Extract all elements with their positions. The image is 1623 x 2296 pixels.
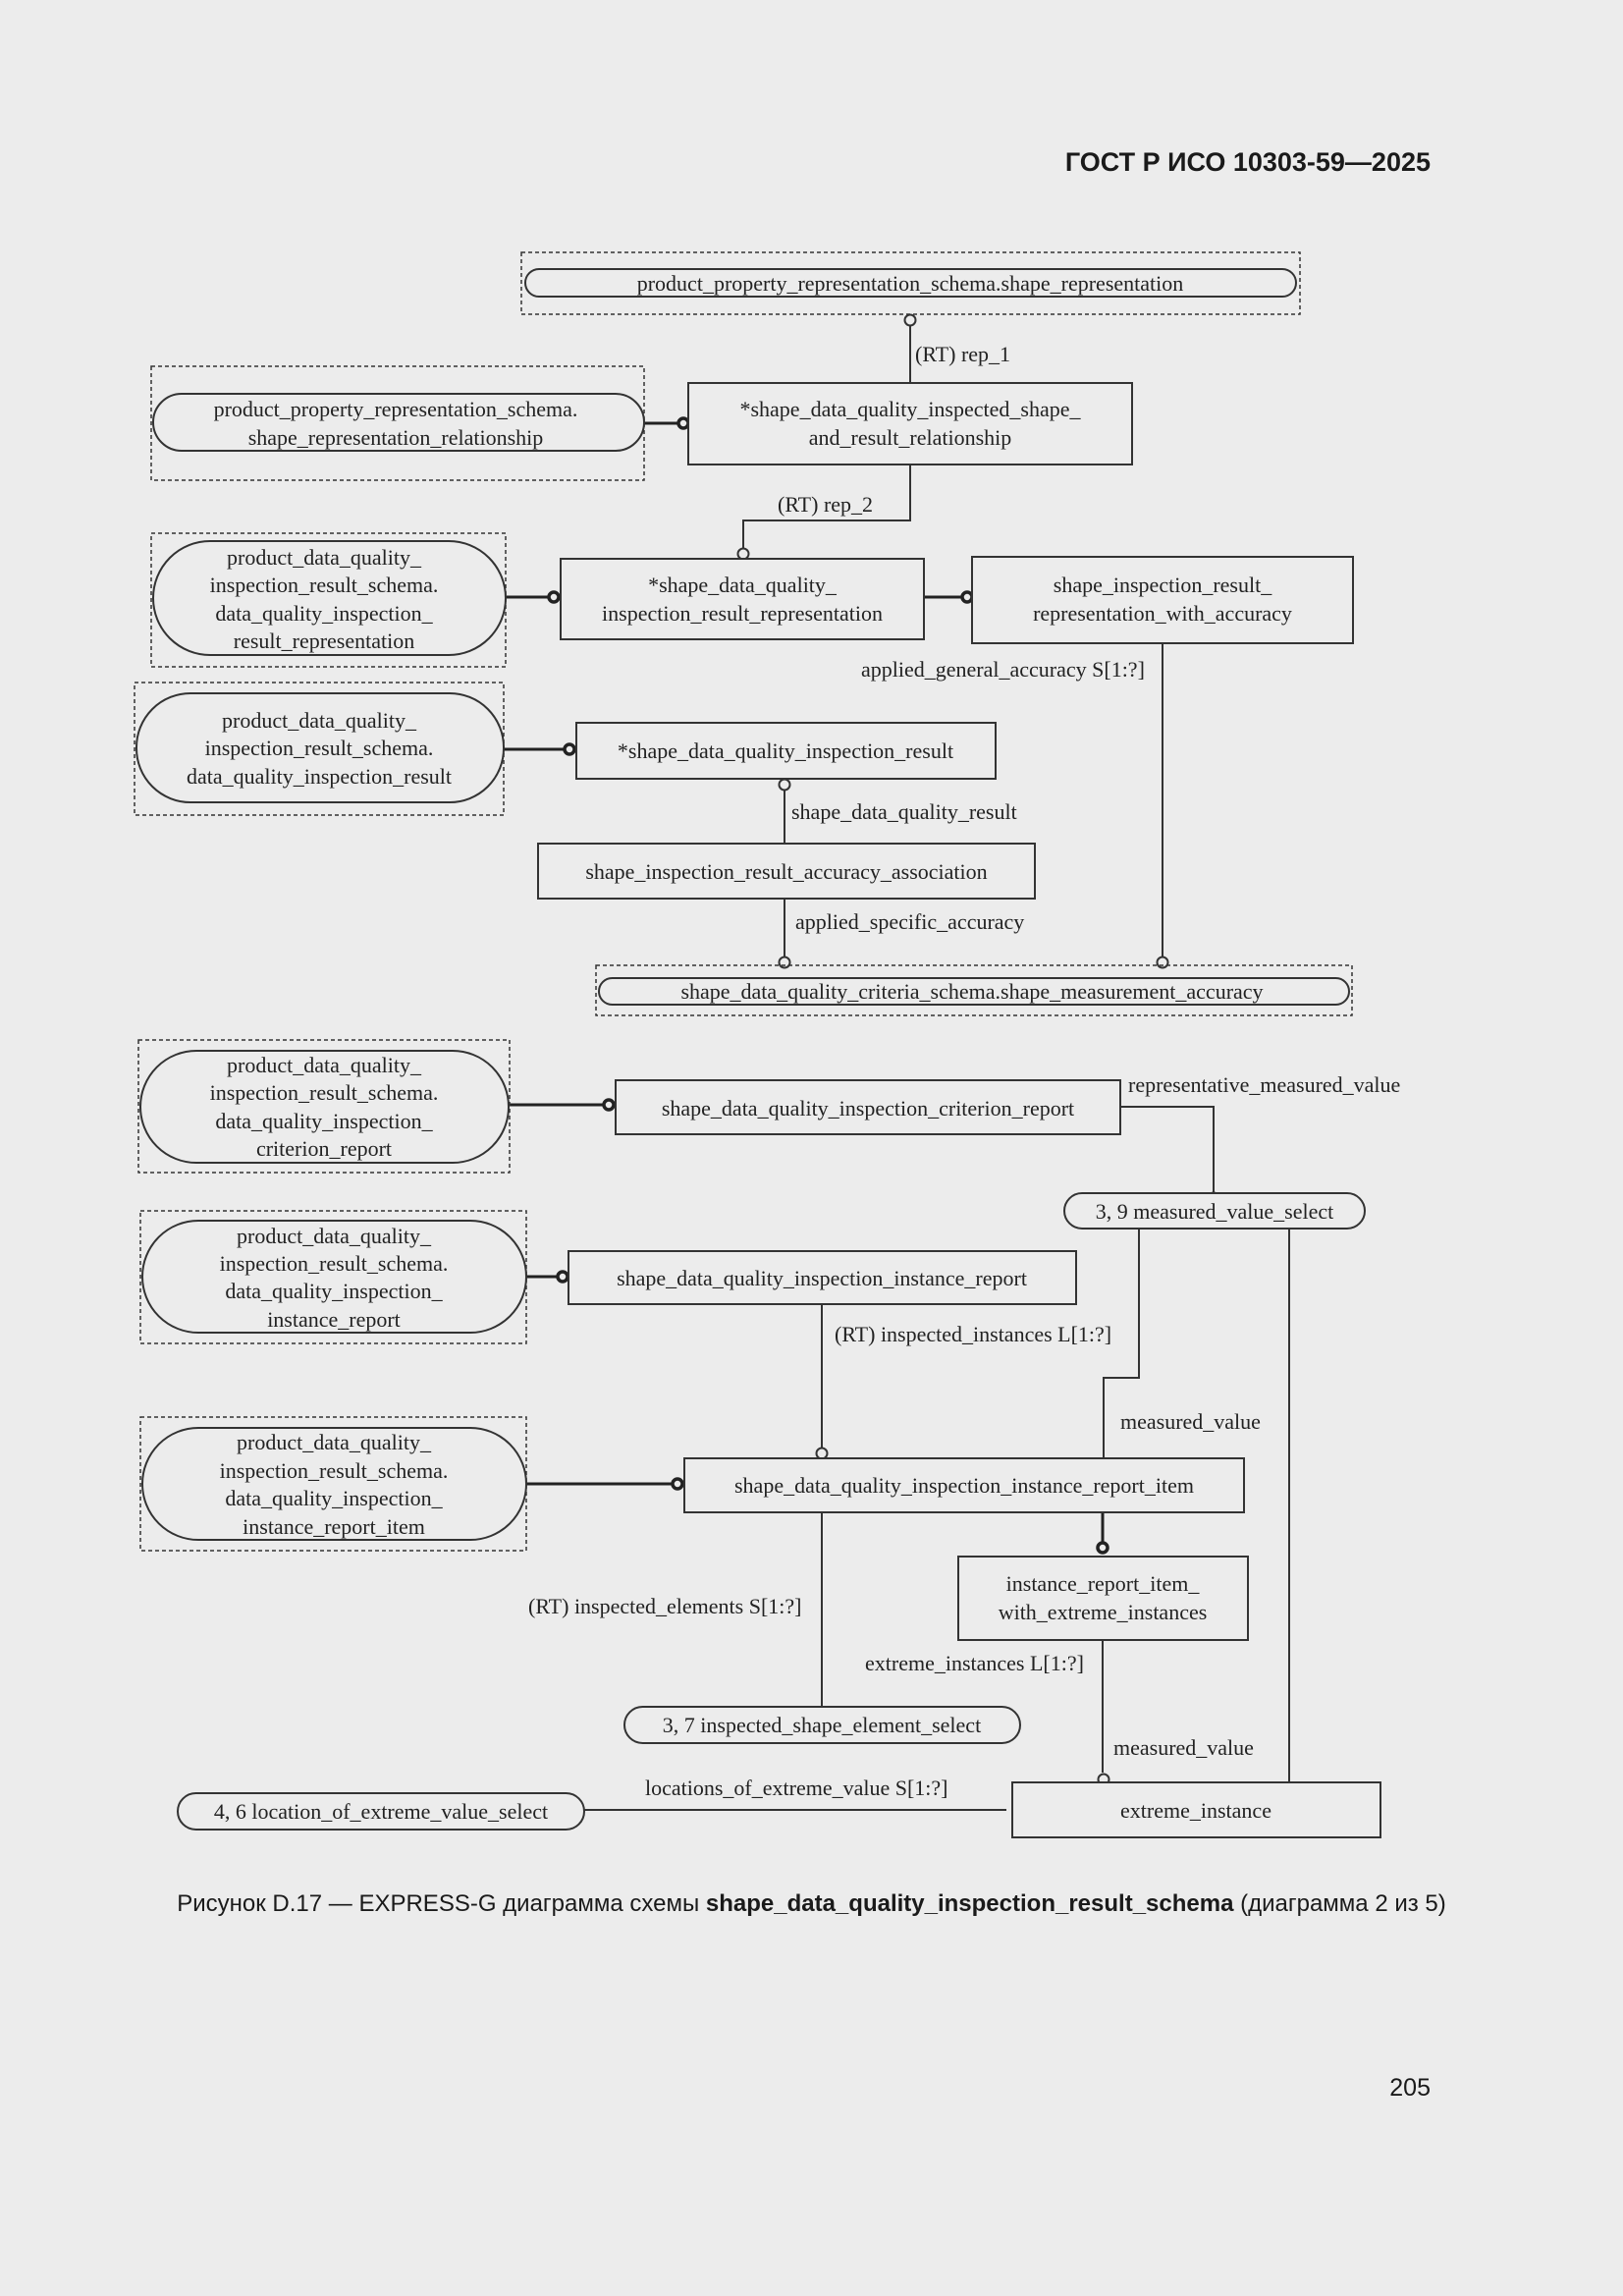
- svg-text:and_result_relationship: and_result_relationship: [809, 425, 1012, 450]
- label-shape-data-quality-result: shape_data_quality_result: [791, 799, 1017, 824]
- label-representative-measured-value: representative_measured_value: [1128, 1072, 1400, 1097]
- svg-text:instance_report_item_: instance_report_item_: [1006, 1571, 1201, 1596]
- svg-text:representation_with_accuracy: representation_with_accuracy: [1033, 601, 1292, 626]
- relationship-lines: [504, 326, 1290, 1811]
- svg-text:data_quality_inspection_: data_quality_inspection_: [215, 1109, 433, 1133]
- svg-text:inspection_result_schema.: inspection_result_schema.: [220, 1458, 449, 1483]
- svg-text:inspection_result_schema.: inspection_result_schema.: [210, 1080, 439, 1105]
- svg-text:shape_data_quality_inspection_: shape_data_quality_inspection_instance_r…: [617, 1266, 1027, 1290]
- svg-text:inspection_result_schema.: inspection_result_schema.: [205, 736, 434, 760]
- svg-text:product_data_quality_: product_data_quality_: [237, 1224, 432, 1248]
- relationship-labels: (RT) rep_1 (RT) rep_2 applied_general_ac…: [528, 342, 1400, 1800]
- type-location-of-extreme-value-select: 4, 6 location_of_extreme_value_select: [177, 1792, 585, 1831]
- document-header: ГОСТ Р ИСО 10303-59—2025: [1064, 147, 1431, 177]
- svg-text:product_data_quality_: product_data_quality_: [222, 708, 417, 733]
- svg-text:shape_inspection_result_: shape_inspection_result_: [1054, 573, 1272, 597]
- entity-shape-representation-relationship: product_property_representation_schema. …: [150, 365, 645, 481]
- svg-text:with_extreme_instances: with_extreme_instances: [999, 1600, 1208, 1624]
- svg-text:result_representation: result_representation: [234, 629, 415, 653]
- svg-text:*shape_data_quality_: *shape_data_quality_: [648, 573, 838, 597]
- svg-text:inspection_result_schema.: inspection_result_schema.: [210, 573, 439, 597]
- svg-text:product_property_representatio: product_property_representation_schema.: [214, 397, 578, 421]
- type-inspected-shape-element-select: 3, 7 inspected_shape_element_select: [623, 1706, 1021, 1744]
- svg-text:criterion_report: criterion_report: [256, 1136, 392, 1161]
- svg-text:*shape_data_quality_inspected_: *shape_data_quality_inspected_shape_: [739, 397, 1081, 421]
- entity-shape-data-quality-inspection-instance-report-item: shape_data_quality_inspection_instance_r…: [683, 1457, 1245, 1513]
- entity-shape-data-quality-inspection-result: *shape_data_quality_inspection_result: [575, 722, 997, 780]
- svg-text:instance_report_item: instance_report_item: [243, 1514, 425, 1539]
- entity-shape-inspection-result-representation-with-accuracy: shape_inspection_result_ representation_…: [971, 556, 1354, 644]
- svg-text:shape_representation_relations: shape_representation_relationship: [248, 425, 544, 450]
- entity-data-quality-inspection-criterion-report: product_data_quality_ inspection_result_…: [137, 1039, 511, 1174]
- svg-text:product_data_quality_: product_data_quality_: [237, 1430, 432, 1454]
- entity-inspected-shape-and-result-relationship: *shape_data_quality_inspected_shape_ and…: [687, 382, 1133, 465]
- entity-shape-inspection-result-accuracy-association: shape_inspection_result_accuracy_associa…: [537, 843, 1036, 900]
- entity-label: product_property_representation_schema.s…: [637, 271, 1184, 296]
- svg-text:4, 6 location_of_extreme_value: 4, 6 location_of_extreme_value_select: [214, 1799, 548, 1824]
- entity-shape-data-quality-inspection-result-representation: *shape_data_quality_ inspection_result_r…: [560, 558, 925, 640]
- entity-shape-data-quality-inspection-instance-report: shape_data_quality_inspection_instance_r…: [568, 1250, 1077, 1305]
- svg-text:instance_report: instance_report: [267, 1307, 401, 1332]
- entity-extreme-instance: extreme_instance: [1011, 1781, 1381, 1838]
- svg-text:data_quality_inspection_: data_quality_inspection_: [225, 1279, 443, 1303]
- svg-text:data_quality_inspection_: data_quality_inspection_: [215, 601, 433, 626]
- caption-schema-name: shape_data_quality_inspection_result_sch…: [705, 1890, 1234, 1917]
- caption-prefix: Рисунок D.17 — EXPRESS-G диаграмма схемы: [177, 1890, 706, 1917]
- entity-shape-representation: product_property_representation_schema.s…: [520, 251, 1301, 315]
- svg-text:shape_data_quality_inspection_: shape_data_quality_inspection_criterion_…: [662, 1096, 1074, 1121]
- label-rep-2: (RT) rep_2: [778, 492, 873, 517]
- caption-suffix: (диаграмма 2 из 5): [1233, 1890, 1446, 1917]
- entity-shape-measurement-accuracy: shape_data_quality_criteria_schema.shape…: [595, 964, 1353, 1016]
- svg-text:shape_data_quality_inspection_: shape_data_quality_inspection_instance_r…: [734, 1473, 1194, 1498]
- svg-text:data_quality_inspection_: data_quality_inspection_: [225, 1486, 443, 1510]
- type-measured-value-select: 3, 9 measured_value_select: [1063, 1192, 1366, 1230]
- entity-data-quality-inspection-result: product_data_quality_ inspection_result_…: [134, 682, 505, 816]
- svg-text:product_data_quality_: product_data_quality_: [227, 545, 422, 570]
- svg-text:inspection_result_representati: inspection_result_representation: [602, 601, 883, 626]
- svg-text:product_data_quality_: product_data_quality_: [227, 1053, 422, 1077]
- label-locations-of-extreme-value: locations_of_extreme_value S[1:?]: [645, 1776, 948, 1800]
- entity-instance-report-item-with-extreme-instances: instance_report_item_ with_extreme_insta…: [957, 1556, 1249, 1641]
- svg-text:extreme_instance: extreme_instance: [1120, 1798, 1271, 1823]
- svg-text:shape_data_quality_criteria_sc: shape_data_quality_criteria_schema.shape…: [680, 979, 1263, 1004]
- relationship-end-markers: [547, 313, 1220, 1786]
- entity-data-quality-inspection-instance-report-item: product_data_quality_ inspection_result_…: [139, 1416, 527, 1552]
- label-inspected-elements: (RT) inspected_elements S[1:?]: [528, 1594, 801, 1618]
- svg-text:inspection_result_schema.: inspection_result_schema.: [220, 1251, 449, 1276]
- svg-text:shape_inspection_result_accura: shape_inspection_result_accuracy_associa…: [585, 859, 987, 884]
- label-extreme-instances: extreme_instances L[1:?]: [865, 1651, 1084, 1675]
- figure-caption: Рисунок D.17 — EXPRESS-G диаграмма схемы…: [0, 1890, 1623, 1918]
- svg-text:3, 9 measured_value_select: 3, 9 measured_value_select: [1096, 1199, 1334, 1224]
- svg-text:3, 7 inspected_shape_element_s: 3, 7 inspected_shape_element_select: [663, 1713, 981, 1737]
- label-rep-1: (RT) rep_1: [915, 342, 1010, 366]
- label-measured-value-2: measured_value: [1113, 1735, 1254, 1760]
- entity-shape-data-quality-inspection-criterion-report: shape_data_quality_inspection_criterion_…: [615, 1079, 1121, 1135]
- label-applied-specific-accuracy: applied_specific_accuracy: [795, 909, 1024, 934]
- entity-data-quality-inspection-result-representation: product_data_quality_ inspection_result_…: [150, 532, 507, 668]
- label-measured-value: measured_value: [1120, 1409, 1261, 1434]
- label-inspected-instances: (RT) inspected_instances L[1:?]: [835, 1322, 1111, 1346]
- entity-data-quality-inspection-instance-report: product_data_quality_ inspection_result_…: [139, 1210, 527, 1344]
- svg-text:*shape_data_quality_inspection: *shape_data_quality_inspection_result: [618, 738, 953, 763]
- label-applied-general-accuracy: applied_general_accuracy S[1:?]: [861, 657, 1145, 682]
- svg-text:data_quality_inspection_result: data_quality_inspection_result: [187, 764, 452, 789]
- page-number: 205: [1389, 2074, 1431, 2102]
